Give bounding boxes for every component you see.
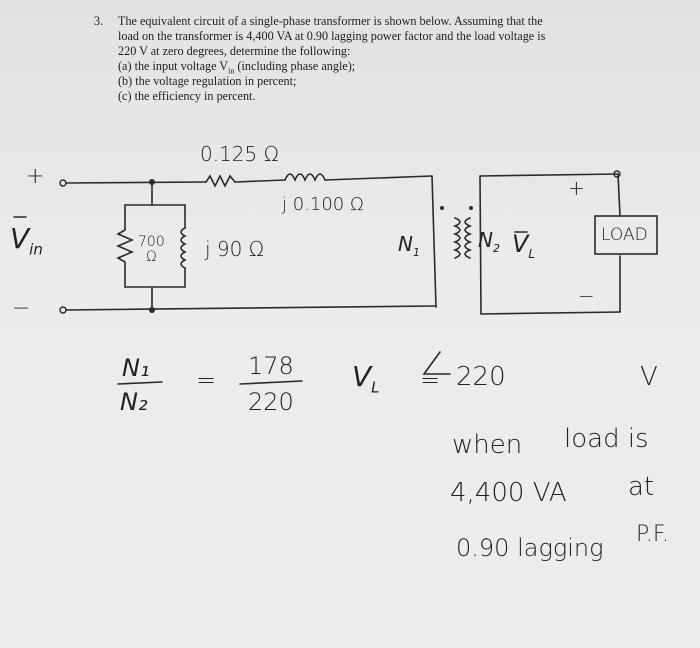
input-minus-sign: − xyxy=(12,296,31,321)
primary-wire xyxy=(431,175,437,308)
n1-sub: 1 xyxy=(412,246,420,259)
input-terminal-bottom xyxy=(59,306,67,314)
vl-equals: = xyxy=(420,366,441,394)
top-wire-mid xyxy=(234,179,286,183)
note-pf: 0.90 lagging xyxy=(456,534,604,562)
series-resistance-label: 0.125 Ω xyxy=(200,142,279,166)
top-wire-right xyxy=(324,175,433,181)
transformer-primary xyxy=(452,217,461,259)
n2-n: N xyxy=(478,228,493,252)
problem-line-1: The equivalent circuit of a single-phase… xyxy=(118,14,543,28)
vl-value: 220 xyxy=(456,362,506,392)
ratio-left-bottom: N₂ xyxy=(120,388,148,416)
ratio-equals: = xyxy=(196,366,217,394)
n2-sub: 2 xyxy=(492,242,500,255)
problem-line-4: (a) the input voltage Vin (including pha… xyxy=(118,59,355,79)
problem-line-4-text: (a) the input voltage V xyxy=(118,59,229,73)
shunt-resistor-left xyxy=(115,204,135,288)
problem-line-4-rest: (including phase angle); xyxy=(234,59,356,73)
ratio-left-top: N₁ xyxy=(122,354,150,382)
vin-subscript: in xyxy=(228,66,235,76)
problem-line-2: load on the transformer is 4,400 VA at 0… xyxy=(118,29,546,43)
note-va: 4,400 VA xyxy=(450,478,567,508)
shunt-resistance-unit: Ω xyxy=(146,249,157,265)
load-box xyxy=(594,215,658,255)
ratio-right-bottom: 220 xyxy=(248,388,294,416)
transformer-secondary xyxy=(464,217,473,259)
output-plus-sign: + xyxy=(568,176,585,200)
problem-number: 3. xyxy=(94,14,104,28)
secondary-turns-label: N2 xyxy=(478,228,500,255)
primary-turns-label: N1 xyxy=(398,232,420,259)
n1-n: N xyxy=(398,232,413,256)
output-terminal-top xyxy=(613,170,621,178)
series-inductor xyxy=(284,173,326,183)
note-when: when xyxy=(452,430,523,460)
angle-symbol xyxy=(422,351,451,375)
series-reactance-label: j 0.100 Ω xyxy=(282,194,364,215)
input-plus-sign: + xyxy=(26,164,45,189)
note-load-is: load is xyxy=(564,424,649,454)
vin-sub: in xyxy=(29,240,43,259)
top-wire-left xyxy=(65,181,207,184)
vl-sub: L xyxy=(528,246,536,261)
vl-v: V xyxy=(512,230,529,258)
polarity-dot-primary xyxy=(440,206,444,210)
polarity-dot-secondary xyxy=(469,206,473,210)
problem-line-5: (b) the voltage regulation in percent; xyxy=(118,74,297,88)
ratio-left-fraction-bar xyxy=(117,381,163,385)
secondary-left-wire xyxy=(479,175,621,315)
vin-v: V xyxy=(10,222,30,255)
problem-line-3: 220 V at zero degrees, determine the fol… xyxy=(118,44,351,58)
series-resistor xyxy=(205,174,236,188)
bottom-wire xyxy=(65,305,437,311)
node-bottom-dot xyxy=(149,307,155,313)
load-top-wire xyxy=(617,173,621,217)
problem-line-6: (c) the efficiency in percent. xyxy=(118,89,256,103)
load-voltage-label: VL xyxy=(512,230,535,261)
ratio-right-fraction-bar xyxy=(239,380,303,385)
vl-unit: V xyxy=(640,362,658,392)
shunt-resistance-value: 700 xyxy=(138,234,165,250)
vl-symbol: VL xyxy=(352,360,380,397)
note-pf-label: P.F. xyxy=(636,522,669,547)
note-at: at xyxy=(628,472,655,502)
shunt-inductor-right xyxy=(180,204,187,288)
input-terminal-top xyxy=(59,179,67,187)
output-minus-sign: − xyxy=(578,284,595,308)
secondary-top-wire xyxy=(479,173,619,177)
vl-note-sub: L xyxy=(371,378,380,397)
load-label: LOAD xyxy=(601,225,648,245)
ratio-right-top: 178 xyxy=(248,352,294,380)
vl-note-v: V xyxy=(352,360,372,393)
node-top-dot xyxy=(149,179,155,185)
input-voltage-label: Vin xyxy=(10,222,43,259)
shunt-reactance-label: j 90 Ω xyxy=(205,237,265,261)
